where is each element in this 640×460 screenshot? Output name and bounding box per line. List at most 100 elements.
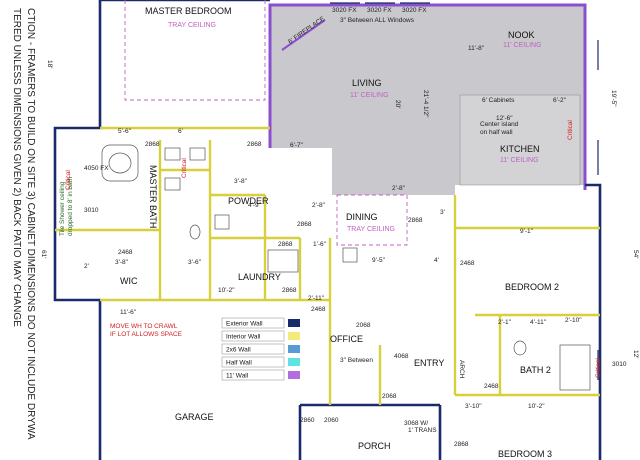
legend-label-box	[221, 369, 285, 381]
dim-4-9: 4'-9"	[248, 202, 262, 209]
kitchen-ceiling: 11' CEILING	[500, 157, 539, 164]
dim-6: 6'	[178, 128, 183, 135]
dim-2868-c: 2868	[278, 241, 293, 248]
dim-3-8-a: 3'-8"	[115, 259, 129, 266]
dim-2060: 2060	[324, 417, 339, 424]
dim-2-11: 2'-11"	[308, 295, 325, 302]
legend-label: Half Wall	[226, 360, 252, 367]
dim-6-7: 6'-7"	[290, 142, 304, 149]
note-critical-kitchen: Critical	[567, 120, 574, 140]
room-kitchen: KITCHEN	[500, 144, 540, 154]
legend-swatch	[288, 319, 300, 327]
room-powder: POWDER	[228, 196, 269, 206]
dim-2868-a: 2868	[145, 141, 160, 148]
legend-item: Interior Wall	[221, 330, 300, 342]
dim-2868-d: 2868	[297, 221, 312, 228]
room-wic: WIC	[120, 276, 138, 286]
dim-fx-1: 3020 FX	[332, 7, 357, 14]
dimension-labels: 3020 FX 3020 FX 3020 FX 5'-6" 6' 6'-7" 2…	[40, 7, 639, 448]
living-ceiling: 11' CEILING	[350, 92, 389, 99]
dim-11-6: 11'-6"	[120, 309, 137, 316]
note-critical-master: Critical	[65, 170, 72, 190]
dim-20: 20'	[394, 100, 401, 108]
legend-swatch	[288, 358, 300, 366]
dim-3-10: 3'-10"	[465, 403, 482, 410]
dim-3-6: 3'-6"	[188, 259, 202, 266]
dim-2860: 2860	[300, 417, 315, 424]
legend-label-box	[221, 343, 285, 355]
dim-12-6: 12'-6"	[496, 115, 513, 122]
dim-2468-a: 2468	[118, 249, 133, 256]
fixtures	[101, 144, 591, 391]
nook-ceiling: 11' CEILING	[503, 42, 542, 49]
note-critical-bath: Critical	[181, 158, 188, 178]
legend-label: 2x6 Wall	[226, 347, 251, 354]
legend-item: Exterior Wall	[221, 317, 300, 329]
room-nook: NOOK	[508, 30, 535, 40]
dim-3010-b: 3010	[612, 361, 627, 368]
dim-2-8-a: 2'-8"	[312, 202, 326, 209]
room-master-bath: MASTER BATH	[148, 165, 158, 228]
dim-2868-f: 2868	[408, 217, 423, 224]
note-3in-between: 3" Between	[340, 357, 373, 364]
tray-ceiling-outlines	[124, 0, 408, 246]
legend-swatch	[288, 345, 300, 353]
dim-fx-2: 3020 FX	[367, 7, 392, 14]
note-tile-shower-2: dropped to 8' in bath	[67, 177, 74, 236]
room-bedroom-3: BEDROOM 3	[498, 449, 552, 459]
dim-2868-e: 2868	[282, 287, 297, 294]
note-move-wh-2: IF LOT ALLOWS SPACE	[110, 331, 183, 338]
legend-swatch	[288, 371, 300, 379]
legend-label: Exterior Wall	[226, 321, 263, 328]
legend-item: Half Wall	[221, 356, 300, 368]
dim-11-8: 11'-8"	[468, 45, 485, 52]
legend-label: Interior Wall	[226, 334, 261, 341]
dim-4: 4'	[434, 257, 439, 264]
dim-54: 54'	[632, 250, 639, 258]
kitchen-cabinet-zone	[459, 94, 581, 186]
legend-item: 11' Wall	[221, 369, 300, 381]
side-note-2: CTION - FRAMERS TO BUILD ON SITE 3) CABI…	[25, 8, 36, 440]
dim-3068: 3068 W/	[404, 420, 428, 427]
dim-10-2-b: 10'-2"	[528, 403, 545, 410]
note-move-wh: MOVE WH TO CRAWL	[110, 323, 178, 330]
room-bedroom-2: BEDROOM 2	[505, 282, 559, 292]
note-cabinets: 6' Cabinets	[482, 97, 515, 104]
dim-fx-3: 3020 FX	[402, 7, 427, 14]
dim-10-2-a: 10'-2"	[218, 287, 235, 294]
dim-61: 61'	[40, 250, 47, 258]
room-laundry: LAUNDRY	[238, 272, 281, 282]
dim-2-1: 2'-1"	[498, 319, 512, 326]
room-office: OFFICE	[330, 334, 363, 344]
dining-tray-ceiling: TRAY CEILING	[347, 226, 395, 233]
legend-label-box	[221, 356, 285, 368]
legend-label: 11' Wall	[226, 373, 249, 380]
dim-2: 2'	[84, 263, 89, 270]
side-note-1: TERED UNLESS DIMENSIONS GIVEN 2) BACK PA…	[11, 8, 22, 327]
fireplace-wall	[281, 19, 326, 51]
dim-2068-b: 2068	[382, 393, 397, 400]
dim-6-2: 6'-2"	[553, 97, 567, 104]
dim-21: 21'-4 1/2"	[422, 90, 429, 118]
interior-walls	[55, 126, 600, 405]
dim-3: 3'	[440, 209, 445, 216]
note-critical-bath2: Critical	[595, 358, 602, 378]
dim-3010-a: 3010	[84, 207, 99, 214]
eleven-foot-wall	[268, 3, 587, 190]
note-between-windows: 3" Between ALL Windows	[340, 17, 415, 24]
room-porch: PORCH	[358, 441, 391, 451]
dim-2468-c: 2468	[460, 260, 475, 267]
dim-2468-d: 2468	[484, 383, 499, 390]
dim-2868-b: 2868	[247, 141, 262, 148]
room-entry: ENTRY	[414, 358, 444, 368]
room-master-bedroom: MASTER BEDROOM	[145, 6, 232, 16]
dim-2868-g: 2868	[454, 441, 469, 448]
note-arch: ARCH	[458, 360, 465, 379]
note-tile-shower: Tile Shower ceiling	[59, 181, 66, 236]
dim-2468-b: 2468	[311, 306, 326, 313]
window-markers	[330, 2, 599, 380]
dim-2068-a: 2068	[356, 322, 371, 329]
dim-3-8-b: 3'-8"	[234, 178, 248, 185]
